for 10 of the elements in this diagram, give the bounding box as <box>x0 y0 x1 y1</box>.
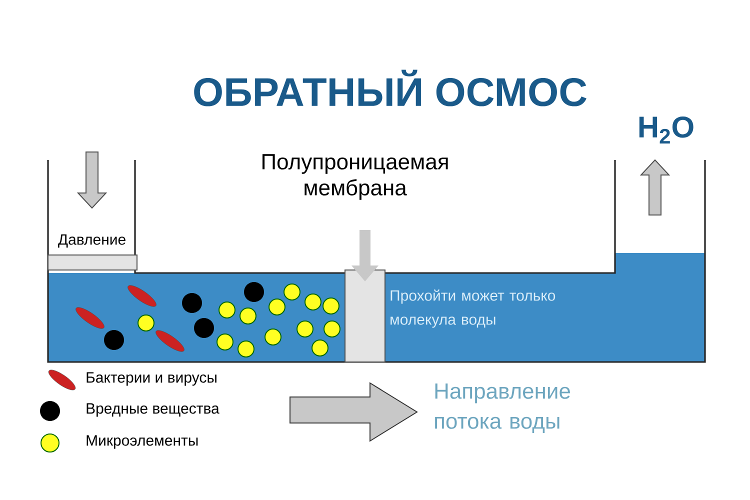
flow-label: Направление потока воды <box>435 384 570 434</box>
membrane <box>344 270 386 362</box>
legend-label: Бактерии и вирусы <box>86 372 216 386</box>
membrane-label: Полупроницаемая мембрана <box>262 154 448 200</box>
pressure-label: Давление <box>58 234 126 248</box>
legend-label: Микроэлементы <box>86 435 198 449</box>
formula-label: H$_{2}$O <box>639 116 694 144</box>
membrane-note: Прохойти может только молекула воды <box>390 290 556 328</box>
legend-label: Вредные вещества <box>86 403 220 417</box>
title: ОБРАТНЫЙ ОСМОС <box>194 70 586 106</box>
